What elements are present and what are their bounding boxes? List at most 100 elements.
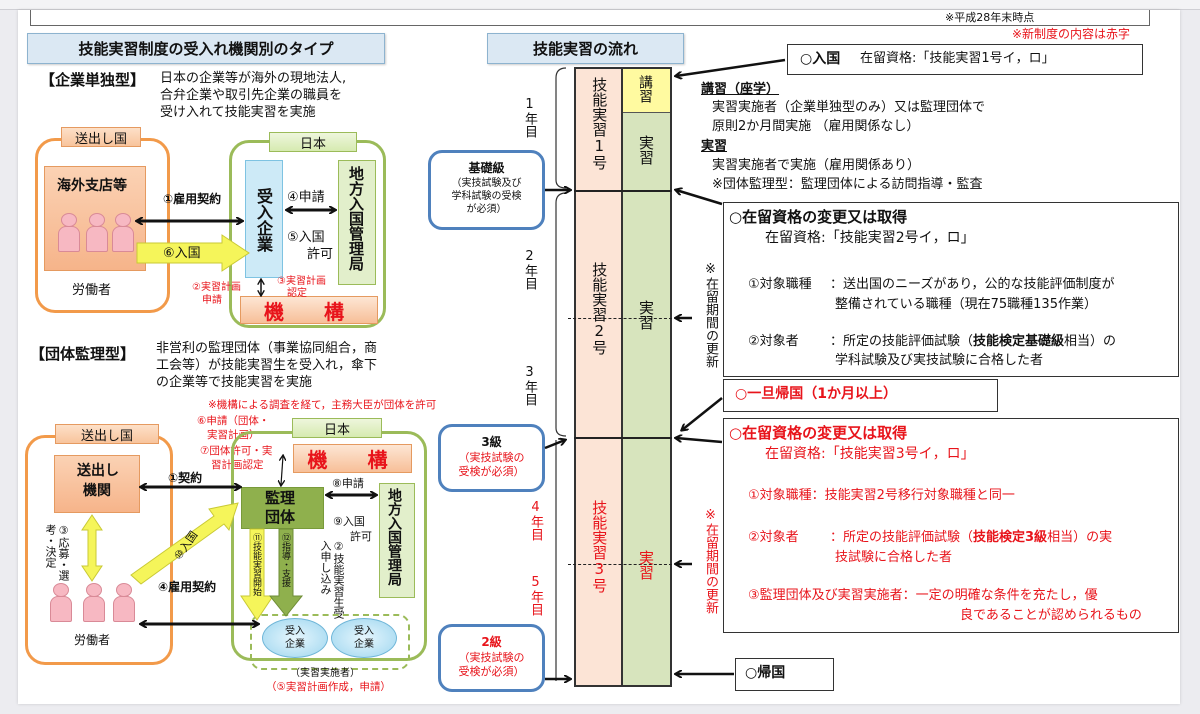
level-box-2: 2級 （実技試験の 受検が必須） [438,624,545,692]
sup-step5: （⑤実習計画作成，申請） [266,681,391,693]
corporate-label: 【企業単独型】 [40,71,146,89]
corp-step2a: ②実習計画 [192,282,241,293]
immigration-bureau-box [338,160,376,285]
overseas-branch-label: 海外支店等 [57,178,127,194]
practice-line: 実習実施者で実施（雇用関係あり） [712,158,921,173]
practice-heading: 実習 [701,139,728,154]
sup-step6a: ⑥申請（団体・ [197,415,270,427]
item2-post: 相当）の実 [1047,530,1113,545]
corp-step6: ⑥入国 [163,246,201,261]
sending-agency-box [54,455,140,513]
desc-line: 日本の企業等が海外の現地法人, [160,71,347,86]
level-title: 3級 [481,435,502,449]
temporary-return-label: ○一旦帰国（1か月以上） [735,386,897,402]
year-label: 1年目 [522,97,537,138]
left-title-text: 技能実習制度の受入れ機関別のタイプ [78,40,334,58]
sup-step7b: 習計画認定 [211,459,264,471]
lecture-line: 原則2か月間実施 （雇用関係なし） [712,119,920,134]
sup-step4: ④雇用契約 [158,580,217,594]
change3-status: 在留資格:「技能実習3号イ，ロ」 [765,446,975,462]
immigration-bureau-label: 地方入国管理局 [347,166,365,271]
practice-line: ※団体監理型：監理団体による訪問指導・監査 [712,177,983,192]
lecture-cell [623,69,670,113]
corp-step5a: ⑤入国 [287,230,325,245]
corp-step1: ①雇用契約 [163,192,222,206]
worker-person-icon [50,583,72,623]
item2-bold: 技能検定3級 [973,530,1048,545]
tag-text: 日本 [299,136,326,152]
level-title: 2級 [481,635,502,649]
organization-text: 機 構 [307,448,398,472]
entry-status: 在留資格:「技能実習1号イ，ロ」 [860,51,1055,66]
change2-item1-line1: ：送出国のニーズがあり，公的な技能評価制度が [830,277,1115,292]
temporary-return-box [723,379,998,412]
item2-pre: ：所定の技能評価試験（ [830,530,974,545]
corp-step3b: 認定 [287,288,307,299]
receiving-company-oval: 受入企業 [262,618,328,658]
level-detail: 受検が必須） [458,464,525,478]
level-detail: （実技試験の [458,450,525,464]
phase3-text: 技能実習3号 [590,500,609,593]
renewal-note-2: ※在留期間の更新 [703,508,718,614]
sup-step9b: 許可 [350,530,372,543]
workers-label: 労働者 [72,283,112,298]
phase2-label: 技能実習2号 [590,262,609,355]
step12-text: ⑫指導・支援 [280,533,290,587]
top-bar [0,0,1200,10]
new-system-note: ※新制度の内容は赤字 [1012,27,1131,41]
level-box-3: 3級 （実技試験の 受検が必須） [438,424,545,492]
phase1-text: 技能実習1号 [590,77,609,170]
corp-step5b: 許可 [307,247,334,262]
sup-step2: ②技能実習生受入申し込み [303,540,345,620]
practice-label-1: 実習 [637,135,655,165]
corp-step2b: 申請 [202,295,222,306]
worker-person-icon [86,213,108,253]
change3-item3-line2: 良であることが認められるもの [960,608,1142,623]
immigration-bureau-label-2: 地方入国管理局 [386,488,402,586]
right-title: 技能実習の流れ [487,33,684,64]
year-label: 2年目 [522,249,537,290]
desc-line: 合弁企業や取引先企業の職員を [160,88,343,103]
change3-title: ○在留資格の変更又は取得 [729,424,908,442]
tag-text: 送出し国 [74,131,127,147]
tag-text: 送出し国 [80,428,133,444]
corporate-description: 日本の企業等が海外の現地法人, 合弁企業や取引先企業の職員を 受け入れて技能実習… [160,70,346,121]
level-detail: が必須） [466,203,507,215]
renewal-dashed-line [568,564,672,565]
japan-tag: 日本 [269,132,357,152]
entry-box: ○入国 在留資格:「技能実習1号イ，ロ」 [787,44,1143,75]
phase2-text: 技能実習2号 [590,262,609,355]
receiving-company-oval: 受入企業 [331,618,397,658]
implementer-label: （実習実施者） [290,668,360,679]
desc-line: の企業等で技能実習を実施 [156,375,313,390]
organization-box-2: 機 構 [293,444,412,473]
practice-label-3: 実習 [637,550,655,580]
worker-person-icon [83,583,105,623]
phase-divider [574,437,672,439]
implementer-dashed-box [250,614,410,670]
right-title-text: 技能実習の流れ [532,40,638,58]
practice-label-2: 実習 [637,300,655,330]
lecture-heading: 講習（座学） [701,82,780,97]
change3-item3: ③監理団体及び実習実施者：一定の明確な条件を充たし，優 [748,588,1098,603]
japan-tag-2: 日本 [292,418,382,438]
step11-label: ⑪技能実習開始 [251,533,261,598]
change2-item2-line1: ：所定の技能評価試験（技能検定基礎級相当）の [830,334,1116,350]
permit-note: ※機構による調査を経て，主務大臣が団体を許可 [208,399,437,411]
year-label: 5年目 [528,575,543,616]
change2-item1-line2: 整備されている職種（現在75職種135作業） [835,297,1097,312]
step3-text: ③応募・選考・決定 [44,524,70,581]
left-title: 技能実習制度の受入れ機関別のタイプ [27,33,385,64]
level-detail: （実技試験及び [451,177,522,189]
change3-item2-label: ②対象者 [748,530,799,545]
phase3-label: 技能実習3号 [590,500,609,593]
step11-text: ⑪技能実習開始 [251,533,261,596]
change3-item2-line1: ：所定の技能評価試験（技能検定3級相当）の実 [830,530,1112,546]
oval-text: 受入企業 [285,626,305,650]
phase-divider [574,190,672,192]
year-label: 4年目 [528,500,543,541]
change2-status: 在留資格:「技能実習2号イ，ロ」 [765,230,975,246]
level-box-basic: 基礎級 （実技試験及び 学科試験の受検 が必須） [428,150,545,230]
change2-item2-line2: 学科試験及び実技試験に合格した者 [835,353,1044,368]
sup-step7a: ⑦団体許可・実 [200,445,273,457]
